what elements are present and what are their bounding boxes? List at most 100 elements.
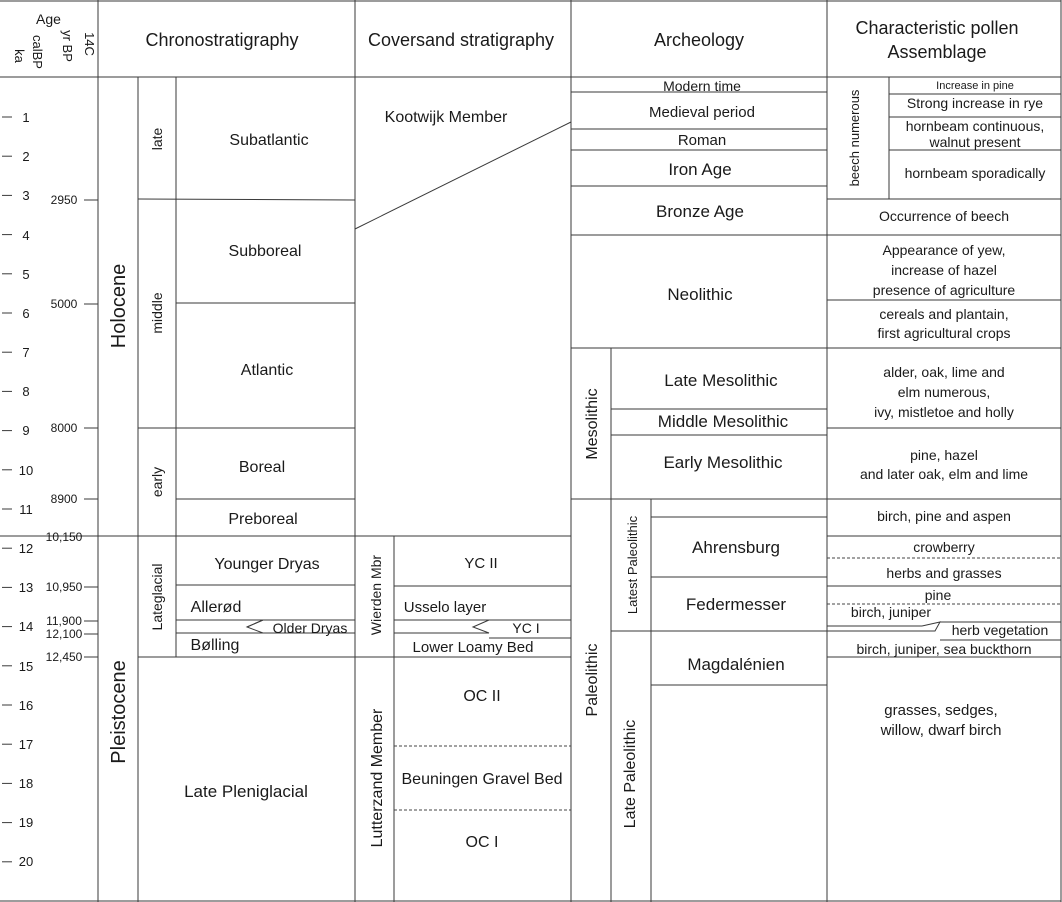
ka-tick-label: 1 bbox=[22, 110, 29, 125]
stage-middle: middle bbox=[149, 292, 165, 333]
ka-tick-label: 15 bbox=[19, 659, 33, 674]
ka-tick-label: 6 bbox=[22, 306, 29, 321]
header-chronostratigraphy: Chronostratigraphy bbox=[145, 30, 298, 50]
stage-late: late bbox=[149, 128, 165, 151]
period-atlantic: Atlantic bbox=[241, 362, 293, 379]
ka-tick-label: 8 bbox=[22, 384, 29, 399]
arch-early-mesolithic: Early Mesolithic bbox=[663, 453, 783, 472]
arch-federmesser: Federmesser bbox=[686, 595, 786, 614]
arch-bronze-age: Bronze Age bbox=[656, 202, 744, 221]
period-late-pleniglacial: Late Pleniglacial bbox=[184, 782, 308, 801]
pollen-assemblage-line: first agricultural crops bbox=[877, 325, 1010, 341]
period-younger-dryas: Younger Dryas bbox=[214, 556, 319, 573]
ka-tick-label: 18 bbox=[19, 776, 33, 791]
pollen-assemblage-line: elm numerous, bbox=[898, 384, 991, 400]
wedge-line bbox=[242, 619, 264, 634]
ka-tick-label: 9 bbox=[22, 423, 29, 438]
epoch-holocene: Holocene bbox=[108, 264, 130, 349]
bed-usselo-layer: Usselo layer bbox=[404, 599, 487, 616]
header-ka: ka bbox=[12, 49, 27, 64]
header-pollen-line2: Assemblage bbox=[887, 42, 986, 62]
period-preboreal: Preboreal bbox=[228, 511, 297, 528]
pollen-assemblage: Appearance of yew, increase of hazel prese… bbox=[873, 242, 1016, 298]
pollen-assemblage-line: alder, oak, lime and bbox=[883, 364, 1004, 380]
ka-tick-label: 12 bbox=[19, 541, 33, 556]
pollen-assemblage: cereals and plantain, first agricultural … bbox=[877, 306, 1010, 341]
pollen-assemblage-line: increase of hazel bbox=[891, 262, 997, 278]
arch-ahrensburg: Ahrensburg bbox=[692, 538, 780, 557]
pollen-assemblage-line: ivy, mistletoe and holly bbox=[874, 404, 1014, 420]
stage-early: early bbox=[149, 467, 165, 497]
pollen-assemblage-line: birch, juniper, sea buckthorn bbox=[856, 641, 1031, 657]
arch-medieval-period: Medieval period bbox=[649, 104, 755, 121]
arch-group-late-paleolithic: Late Paleolithic bbox=[622, 720, 639, 829]
period-allerod: Allerød bbox=[191, 599, 242, 616]
pollen-assemblage: pine, hazel and later oak, elm and lime bbox=[860, 447, 1028, 482]
pollen-assemblage: grasses, sedges, willow, dwarf birch bbox=[880, 702, 1002, 739]
pollen-assemblage-line: pine bbox=[925, 587, 952, 603]
arch-roman: Roman bbox=[678, 132, 726, 149]
header-pollen-line1: Characteristic pollen bbox=[855, 18, 1018, 38]
ka-tick-label: 10 bbox=[19, 463, 33, 478]
arch-group-mesolithic: Mesolithic bbox=[584, 388, 601, 459]
divider-line bbox=[137, 198, 356, 201]
bed-oc-i: OC I bbox=[466, 834, 499, 851]
header-14c: 14C bbox=[82, 32, 97, 56]
ka-tick-label: 19 bbox=[19, 815, 33, 830]
pollen-assemblage: birch, juniper bbox=[851, 604, 931, 620]
header-archeology: Archeology bbox=[654, 30, 744, 50]
ka-tick-label: 3 bbox=[22, 188, 29, 203]
bed-lower-loamy: Lower Loamy Bed bbox=[413, 639, 534, 656]
pollen-assemblage-line: herb vegetation bbox=[952, 622, 1049, 638]
member-kootwijk: Kootwijk Member bbox=[385, 109, 508, 126]
ka-tick-label: 14 bbox=[19, 619, 33, 634]
divider-line bbox=[354, 121, 572, 230]
pollen-assemblage-line: birch, juniper bbox=[851, 604, 931, 620]
arch-late-mesolithic: Late Mesolithic bbox=[664, 371, 778, 390]
c14-age-label: 5000 bbox=[51, 297, 78, 311]
c14-age-label: 10,150 bbox=[46, 530, 83, 544]
wedge-line bbox=[921, 621, 941, 632]
pollen-assemblage: hornbeam sporadically bbox=[905, 165, 1046, 181]
c14-age-label: 2950 bbox=[51, 193, 78, 207]
pollen-assemblage: herbs and grasses bbox=[886, 565, 1001, 581]
period-subatlantic: Subatlantic bbox=[229, 132, 308, 149]
pollen-assemblage-line: Strong increase in rye bbox=[907, 95, 1043, 111]
pollen-assemblage-line: willow, dwarf birch bbox=[880, 722, 1002, 739]
pollen-assemblage: crowberry bbox=[913, 539, 974, 555]
pollen-assemblage-line: Appearance of yew, bbox=[883, 242, 1006, 258]
ka-tick-label: 20 bbox=[19, 854, 33, 869]
arch-group-paleolithic: Paleolithic bbox=[584, 644, 601, 717]
pollen-assemblage-line: crowberry bbox=[913, 539, 974, 555]
ka-tick-label: 5 bbox=[22, 267, 29, 282]
pollen-assemblage: alder, oak, lime and elm numerous, ivy, mi… bbox=[874, 364, 1014, 420]
pollen-assemblage-line: pine, hazel bbox=[910, 447, 978, 463]
pollen-assemblage-line: grasses, sedges, bbox=[884, 702, 997, 719]
pollen-assemblage: birch, pine and aspen bbox=[877, 508, 1011, 524]
period-older-dryas: Older Dryas bbox=[273, 620, 348, 636]
c14-age-label: 12,450 bbox=[46, 650, 83, 664]
ka-tick-label: 7 bbox=[22, 345, 29, 360]
bed-oc-ii: OC II bbox=[463, 688, 500, 705]
arch-middle-mesolithic: Middle Mesolithic bbox=[658, 412, 789, 431]
ka-tick-label: 13 bbox=[19, 580, 33, 595]
pollen-assemblage-line: hornbeam continuous, bbox=[906, 118, 1045, 134]
c14-age-label: 8900 bbox=[51, 492, 78, 506]
c14-age-label: 11,900 bbox=[46, 614, 82, 628]
period-boreal: Boreal bbox=[239, 459, 285, 476]
pollen-assemblage-line: presence of agriculture bbox=[873, 282, 1016, 298]
pollen-assemblage-line: walnut present bbox=[928, 134, 1020, 150]
epoch-pleistocene: Pleistocene bbox=[108, 660, 130, 763]
arch-modern-time: Modern time bbox=[663, 78, 741, 94]
pollen-assemblage-line: and later oak, elm and lime bbox=[860, 466, 1028, 482]
c14-age-label: 12,100 bbox=[46, 627, 83, 641]
pollen-beech-numerous: beech numerous bbox=[847, 89, 862, 186]
ka-tick-label: 17 bbox=[19, 737, 33, 752]
wedge-line bbox=[246, 619, 264, 628]
bed-yc-ii: YC II bbox=[464, 555, 497, 572]
stage-lateglacial: Lateglacial bbox=[149, 564, 165, 631]
age-scale-ticks bbox=[2, 116, 98, 863]
pollen-assemblage-line: cereals and plantain, bbox=[879, 306, 1008, 322]
